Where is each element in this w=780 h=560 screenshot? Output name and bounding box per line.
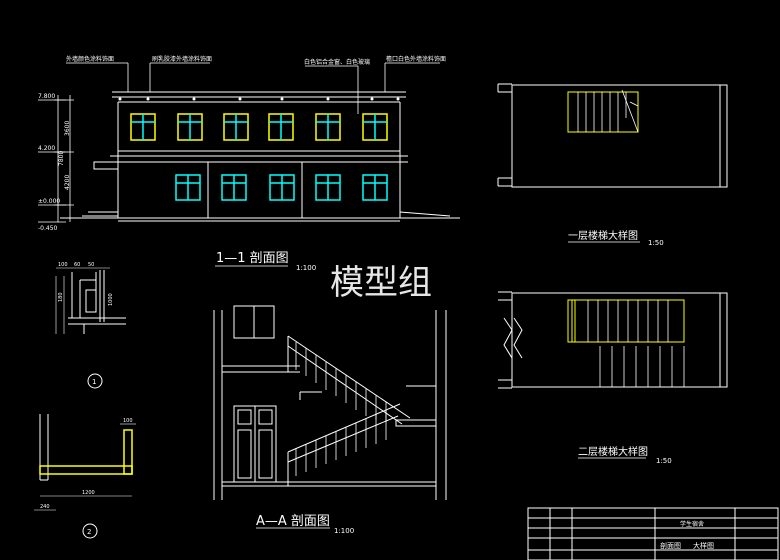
dim-7800: 7800 (58, 151, 65, 166)
title-block (527, 507, 779, 560)
detail2-dim-b: 1200 (82, 490, 95, 496)
callout-4: 檐口白色外墙涂料饰面 (386, 55, 446, 63)
detail-1 (68, 270, 126, 389)
detail1-number: 1 (92, 378, 96, 386)
detail1-dim-a: 100 (58, 262, 68, 268)
level-minus-0450: -0.450 (38, 225, 58, 232)
lower-floor-windows (175, 174, 388, 201)
level-4200: 4.200 (38, 145, 55, 152)
callout-1: 外墙颜色涂料饰面 (66, 55, 114, 63)
titleblock-sheet-b: 大样图 (693, 541, 714, 550)
stair-plan-2 (498, 291, 728, 389)
elevation-ornament-dots (118, 97, 400, 101)
watermark: 模型组 (330, 263, 432, 303)
stair-plan-1-treads (567, 91, 639, 133)
elevation-callout-leaders (66, 62, 440, 114)
dim-3600: 3600 (64, 121, 71, 136)
stair-plan-1-tread-lines (577, 89, 639, 133)
stair2-title: 二层楼梯大样图 (578, 445, 648, 458)
callout-3: 白色铝合金窗、白色玻璃 (304, 58, 370, 66)
dim-4200: 4200 (64, 175, 71, 190)
detail1-dim-b: 60 (74, 262, 80, 268)
detail-2-slab (39, 429, 133, 475)
building-elevation (60, 91, 460, 222)
section-aa-title: A—A 剖面图 (256, 514, 330, 529)
detail2-number: 2 (87, 528, 91, 536)
stair-plan-2-tread-lines (587, 300, 685, 387)
detail1-dim-c: 50 (88, 262, 94, 268)
level-markers (38, 95, 74, 223)
stair2-scale: 1:50 (656, 457, 672, 465)
section-1-scale: 1:100 (296, 264, 316, 272)
detail-2 (39, 414, 98, 539)
callout-2: 刷乳胶漆外墙涂料饰面 (152, 55, 212, 63)
level-7800: 7.800 (38, 93, 55, 100)
detail1-dim-d: 180 (58, 292, 64, 302)
detail1-dim-e: 1000 (108, 293, 114, 306)
titleblock-school: 学生宿舍 (680, 520, 704, 528)
stair-plan-1 (497, 83, 728, 188)
stair1-title: 一层楼梯大样图 (568, 229, 638, 242)
stair1-scale: 1:50 (648, 239, 664, 247)
section-aa (213, 305, 447, 500)
stair-plan-2-treads (567, 299, 685, 343)
detail-1-dims (55, 267, 110, 334)
detail2-dim-a: 100 (123, 418, 133, 424)
upper-floor-windows (130, 113, 388, 141)
section-aa-balusters (295, 342, 387, 476)
level-0000: ±0.000 (38, 198, 60, 205)
detail-2-dims (34, 423, 136, 511)
section-aa-scale: 1:100 (334, 527, 354, 535)
titleblock-sheet-a: 剖面图 (660, 541, 681, 550)
section-1-title: 1—1 剖面图 (216, 251, 289, 266)
detail2-dim-c: 240 (40, 504, 50, 510)
